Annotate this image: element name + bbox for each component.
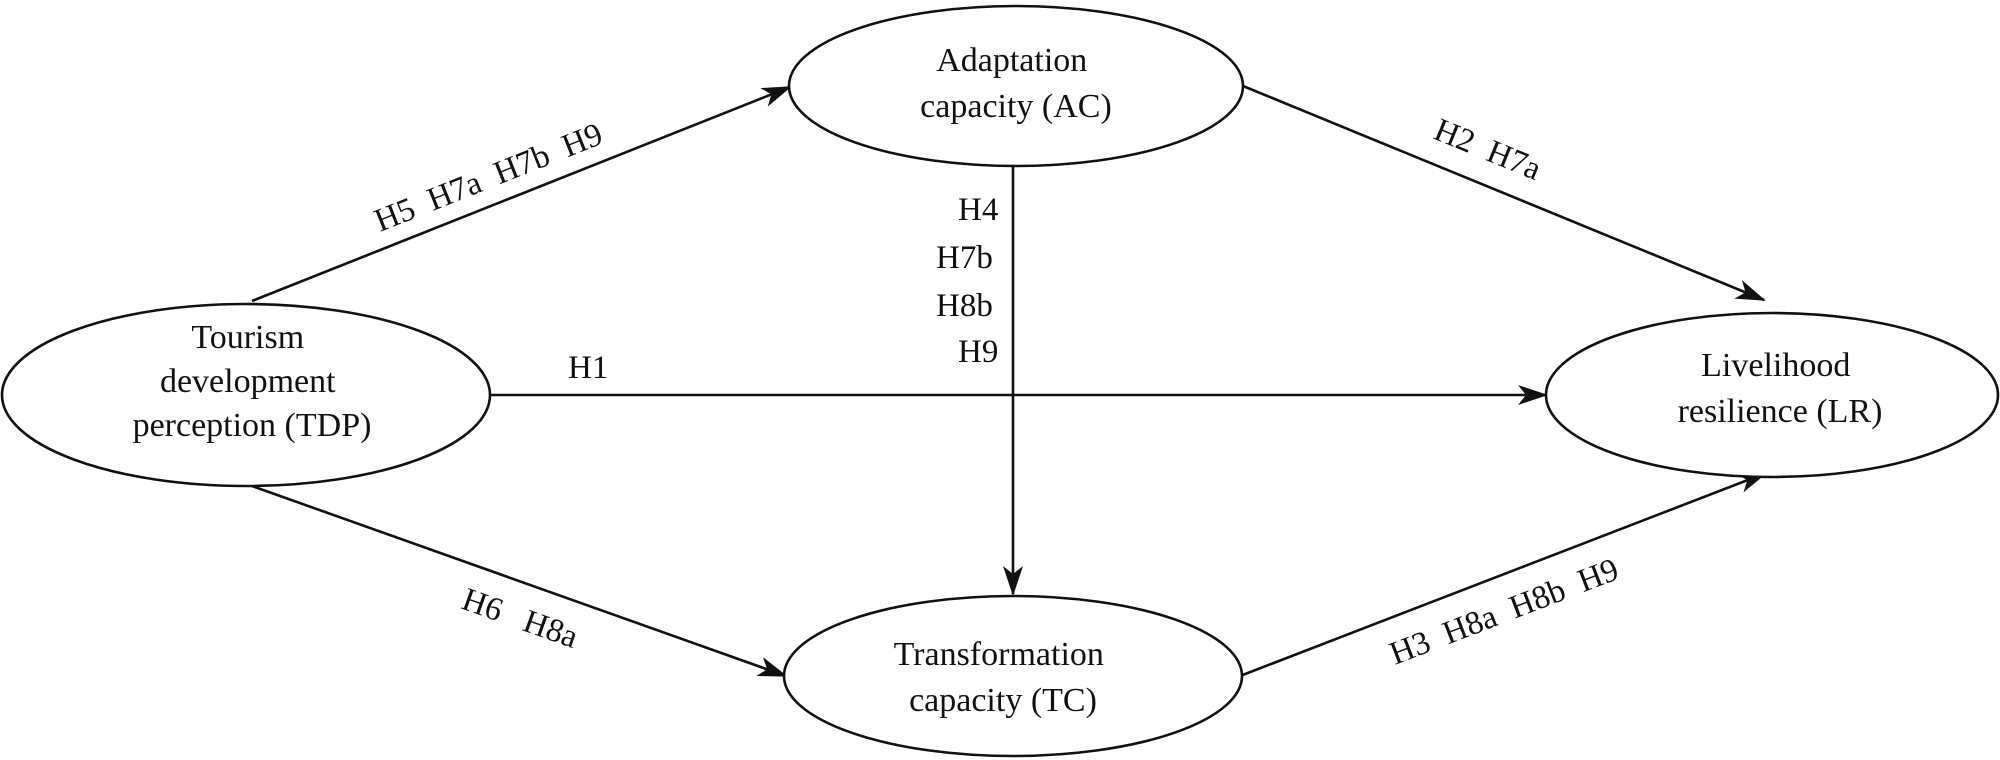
edge-tdp-to-ac — [251, 85, 792, 303]
label-ac-to-tc-line-4: H9 — [958, 334, 998, 370]
node-tdp-line-3: perception (TDP) — [133, 407, 372, 444]
node-ac-line-1: Adaptation — [936, 42, 1087, 79]
node-tc-shape — [782, 594, 1244, 758]
label-ac-to-tc-line-3: H8b — [936, 288, 993, 324]
node-tdp: Tourism development perception (TDP) — [0, 302, 492, 488]
node-tc: Transformation capacity (TC) — [782, 594, 1244, 758]
node-ac-shape — [787, 4, 1245, 168]
edge-tdp-to-tc — [251, 484, 788, 678]
svg-text:Adaptation capacity (AC): Adaptation capacity (AC) — [920, 42, 1112, 125]
edge-ac-to-lr — [1242, 84, 1766, 302]
label-ac-to-tc-line-1: H4 — [958, 192, 998, 228]
node-tc-line-1: Transformation — [894, 636, 1104, 673]
svg-text:Transformation capacity: Transformation capacity (TC) — [894, 636, 1113, 719]
node-ac-line-2: capacity (AC) — [920, 88, 1112, 125]
node-tdp-line-2: development — [160, 363, 336, 400]
node-lr-line-1: Livelihood — [1701, 347, 1850, 384]
label-tc-to-lr: H3 H8a H8b H9 — [1385, 552, 1624, 673]
label-ac-to-lr: H2 H7a — [1429, 112, 1546, 188]
node-lr-line-2: resilience (LR) — [1678, 393, 1883, 430]
node-tdp-line-1: Tourism — [191, 319, 304, 356]
node-tdp-shape — [0, 302, 492, 488]
label-tdp-to-lr: H1 — [568, 350, 608, 386]
edge-tc-to-lr — [1239, 471, 1768, 678]
node-lr-shape — [1544, 311, 2000, 479]
label-tdp-to-tc: H6 H8a — [457, 582, 583, 656]
label-tdp-to-ac: H5 H7a H7b H9 — [370, 117, 608, 240]
node-lr: Livelihood resilience (LR) — [1544, 311, 2000, 479]
label-ac-to-tc-line-2: H7b — [936, 240, 993, 276]
svg-text:Livelihood resilience (L: Livelihood resilience (LR) — [1678, 347, 1883, 430]
node-tc-line-2: capacity (TC) — [909, 682, 1097, 719]
svg-text:Tourism development: Tourism development perception (TDP) — [133, 319, 372, 444]
label-ac-to-tc: H4 H7b H8b H9 — [936, 192, 1007, 370]
node-ac: Adaptation capacity (AC) — [787, 4, 1245, 168]
